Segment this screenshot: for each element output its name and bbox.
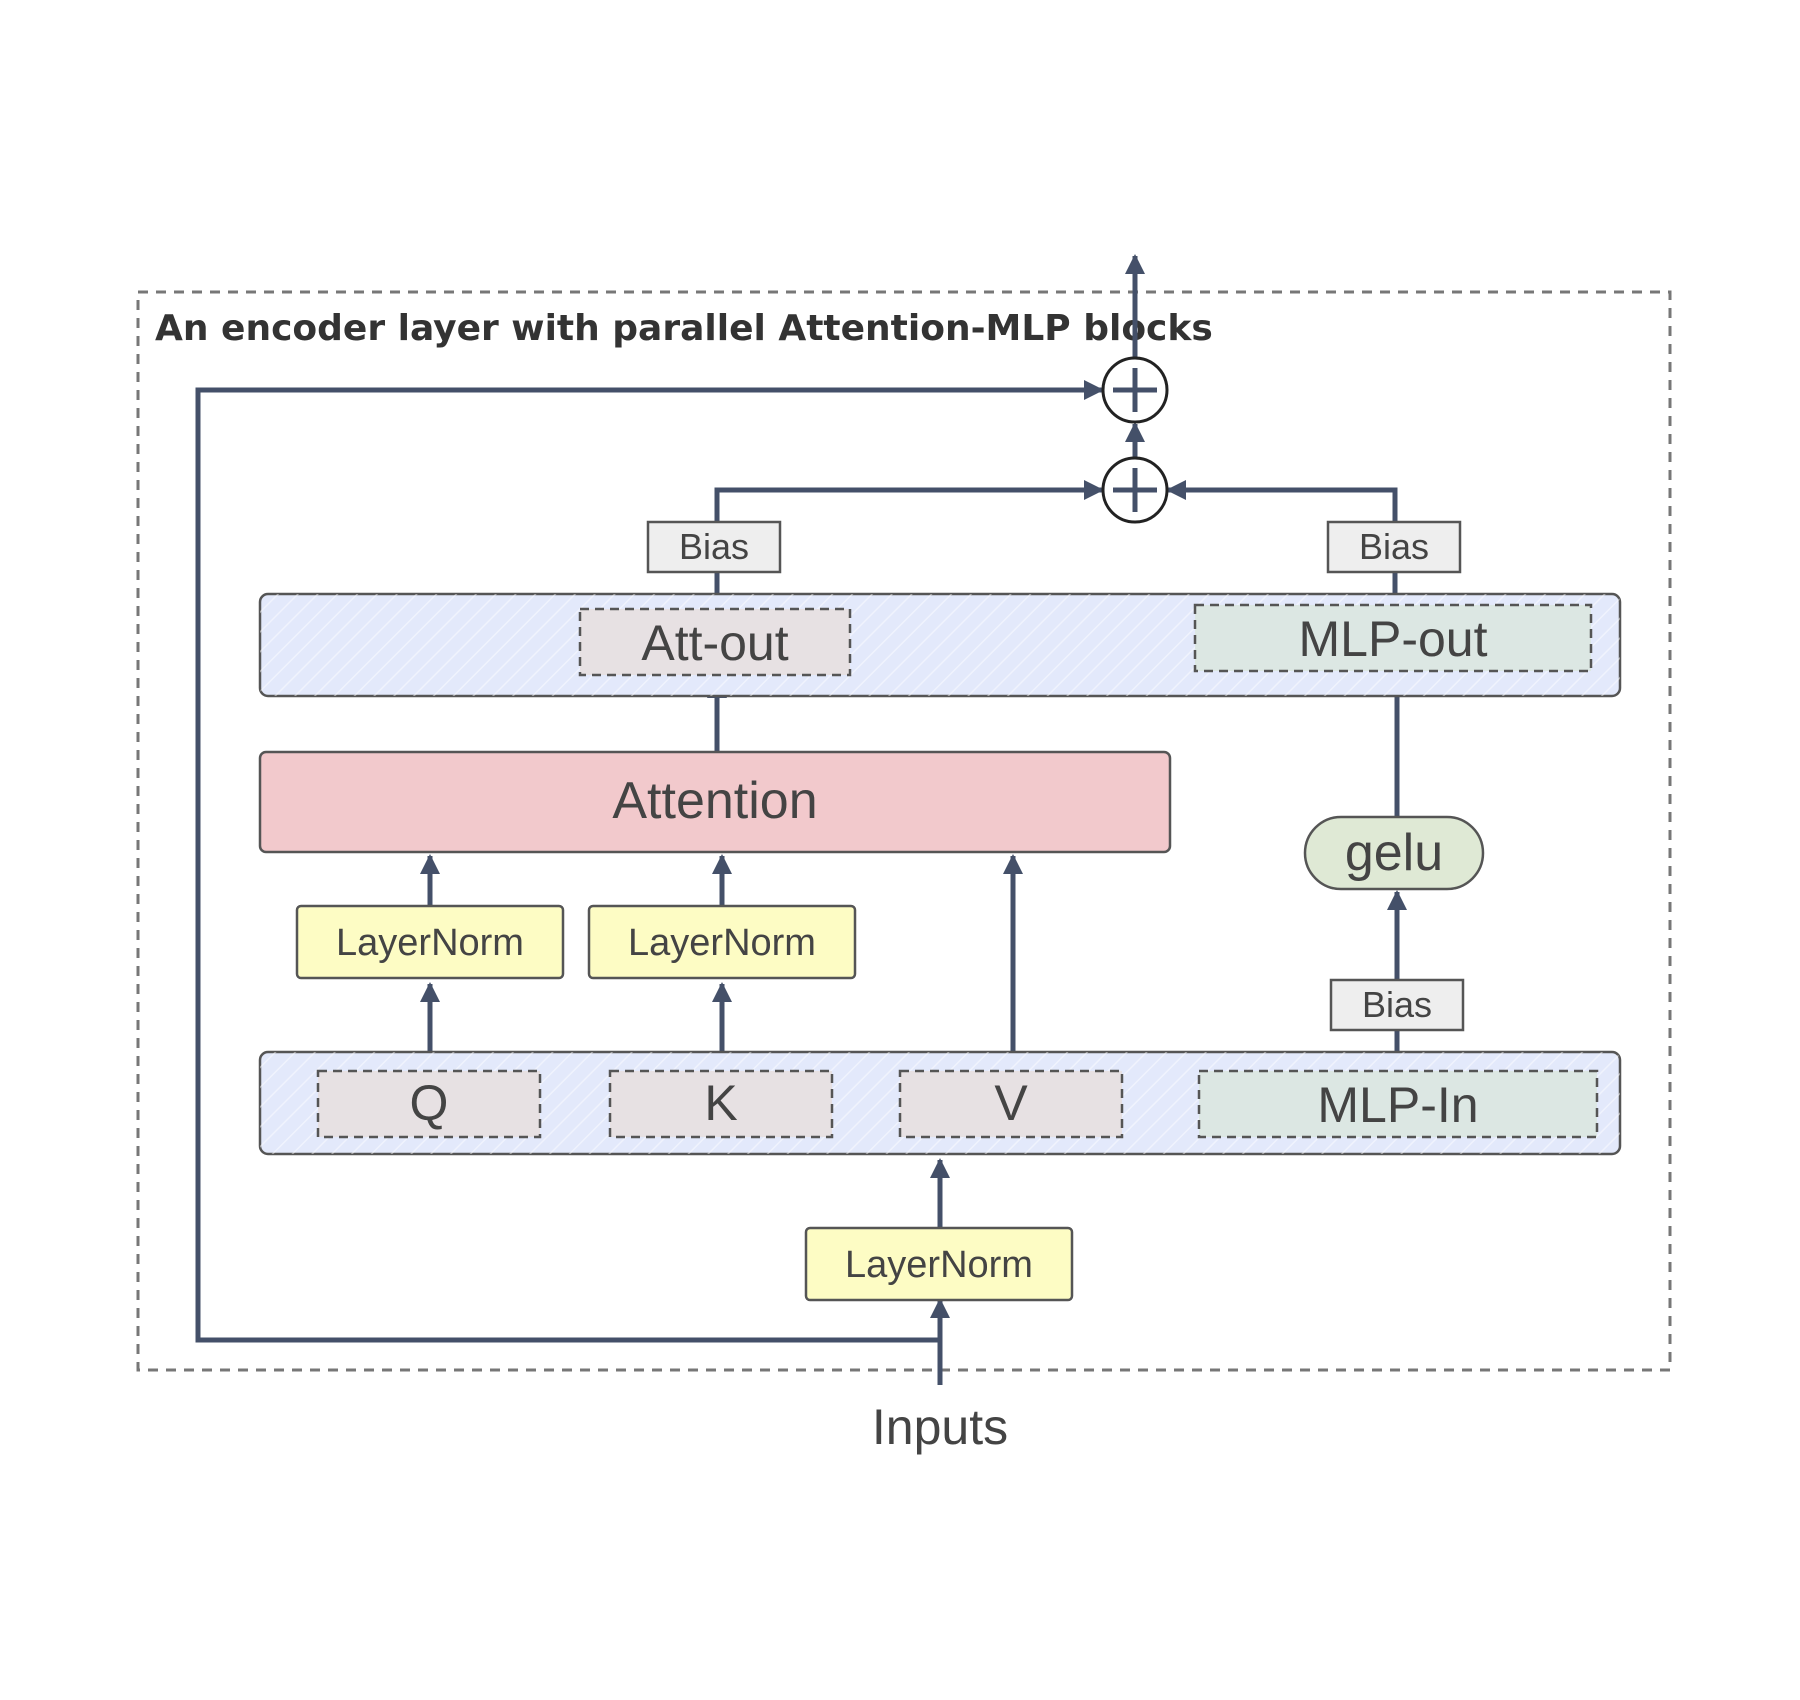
- bias-mlp-in-label: Bias: [1362, 984, 1432, 1025]
- att-out-label: Att-out: [641, 615, 788, 671]
- attention-label: Attention: [612, 772, 817, 830]
- bias-mlp-in: Bias: [1329, 978, 1465, 1032]
- layernorm-k: LayerNorm: [587, 904, 857, 980]
- bias-att-out-label: Bias: [679, 526, 749, 567]
- layernorm-input: LayerNorm: [804, 1226, 1074, 1302]
- gelu-label: gelu: [1345, 824, 1443, 882]
- sum-branches-icon: [1101, 456, 1169, 524]
- bias-mlp-out: Bias: [1326, 520, 1462, 574]
- q-box: Q: [316, 1069, 542, 1139]
- q-label: Q: [410, 1075, 449, 1131]
- sum-residual-icon: [1101, 356, 1169, 424]
- diagram-title: An encoder layer with parallel Attention…: [155, 308, 1213, 349]
- att-out-box: Att-out: [578, 607, 852, 677]
- mlp-in-box: MLP-In: [1197, 1069, 1599, 1139]
- mlp-in-label: MLP-In: [1317, 1077, 1478, 1133]
- bias-mlp-out-label: Bias: [1359, 526, 1429, 567]
- layernorm-q-label: LayerNorm: [336, 922, 524, 964]
- k-box: K: [608, 1069, 834, 1139]
- bias-att-out: Bias: [646, 520, 782, 574]
- mlp-out-box: MLP-out: [1193, 603, 1593, 673]
- layernorm-q: LayerNorm: [295, 904, 565, 980]
- residual-wire: [195, 380, 1104, 1343]
- k-label: K: [704, 1075, 737, 1131]
- mlp-out-label: MLP-out: [1299, 611, 1488, 667]
- gelu-block: gelu: [1303, 815, 1485, 891]
- attention-block: Attention: [258, 750, 1172, 854]
- inputs-label: Inputs: [872, 1399, 1008, 1455]
- layernorm-k-label: LayerNorm: [628, 922, 816, 964]
- v-box: V: [898, 1069, 1124, 1139]
- encoder-frame: [136, 290, 1672, 1372]
- layernorm-input-label: LayerNorm: [845, 1244, 1033, 1286]
- v-label: V: [994, 1075, 1028, 1131]
